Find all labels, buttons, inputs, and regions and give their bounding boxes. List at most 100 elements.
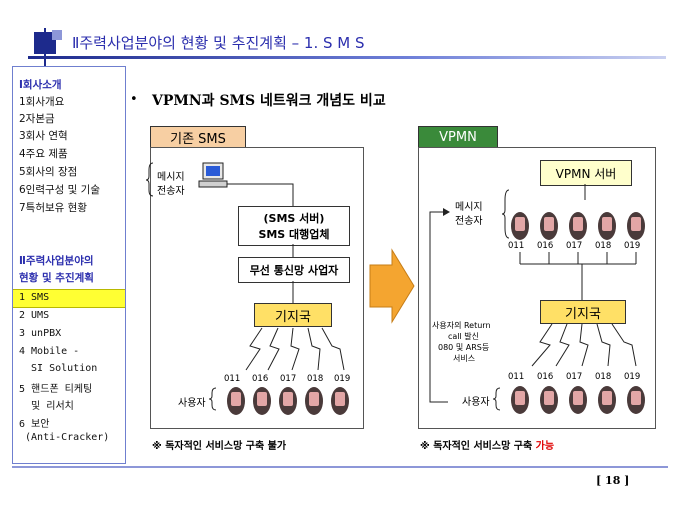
mobile-phone-icon <box>627 212 645 240</box>
sidebar-item-history[interactable]: 3회사 연혁 <box>19 130 68 142</box>
sidebar-section-company-title[interactable]: Ⅰ회사소개 <box>19 79 62 91</box>
vpmn-top-phones <box>511 212 645 240</box>
legacy-server-line-1: (SMS 서버) <box>263 212 325 225</box>
header-rule <box>28 56 666 59</box>
mobile-phone-icon <box>279 387 297 415</box>
vpmn-sender-brace <box>501 189 510 239</box>
lightning-icon <box>555 323 570 367</box>
mobile-phone-icon <box>598 212 616 240</box>
legacy-sender-label-2: 전송자 <box>157 186 185 197</box>
mobile-phone-icon <box>627 386 645 414</box>
lightning-icon <box>267 327 280 371</box>
legacy-user-number-017: 017 <box>280 374 297 384</box>
mobile-phone-icon <box>598 386 616 414</box>
mobile-phone-icon <box>569 386 587 414</box>
vpmn-service-note-3: 080 및 ARS등 <box>438 343 490 352</box>
vpmn-top-number-019: 019 <box>624 241 641 251</box>
subtitle-bullet: • <box>130 92 138 107</box>
sidebar-item-products[interactable]: 4주요 제품 <box>19 148 68 160</box>
legacy-server-line-2: SMS 대행업체 <box>258 228 330 241</box>
legacy-footnote: ※ 독자적인 서비스망 구축 불가 <box>152 441 287 452</box>
legacy-wireless-carrier-box: 무선 통신망 사업자 <box>238 257 350 283</box>
mobile-phone-icon <box>540 212 558 240</box>
legacy-user-number-011: 011 <box>224 374 241 384</box>
lightning-icon <box>531 323 553 367</box>
vpmn-user-number-016: 016 <box>537 372 554 382</box>
legacy-sender-brace <box>145 162 154 197</box>
vpmn-top-number-018: 018 <box>595 241 612 251</box>
sidebar-item-capital[interactable]: 2자본금 <box>19 113 55 125</box>
sidebar-item-staff-tech[interactable]: 6인력구성 및 기술 <box>19 184 100 196</box>
header-accent-small-square <box>52 30 62 40</box>
vpmn-sender-label-2: 전송자 <box>455 216 483 227</box>
legacy-lightning-group <box>245 327 345 371</box>
sidebar-item-ticketing[interactable]: 5 핸드폰 티케팅 <box>19 384 93 395</box>
arrow-right-icon <box>443 208 450 216</box>
sidebar-item-security[interactable]: 6 보안 <box>19 419 50 430</box>
legacy-base-station-box: 기지국 <box>254 303 332 327</box>
vpmn-user-number-018: 018 <box>595 372 612 382</box>
vpmn-base-station-box: 기지국 <box>540 300 626 324</box>
sidebar-item-research[interactable]: 및 리서치 <box>19 401 74 412</box>
vpmn-top-number-011: 011 <box>508 241 525 251</box>
legacy-user-number-016: 016 <box>252 374 269 384</box>
lightning-icon <box>321 327 345 371</box>
sidebar-section-business-title-2[interactable]: 현황 및 추진계획 <box>19 272 94 284</box>
sidebar-item-mobile-si[interactable]: SI Solution <box>19 363 98 374</box>
sidebar-item-patents[interactable]: 7특허보유 현황 <box>19 202 87 214</box>
mobile-phone-icon <box>253 387 271 415</box>
lightning-icon <box>290 327 300 371</box>
legacy-user-brace <box>208 387 217 411</box>
lightning-icon <box>245 327 263 371</box>
legacy-sms-panel <box>150 147 364 429</box>
sidebar-selected-highlight <box>13 289 125 308</box>
vpmn-top-lines <box>519 252 637 300</box>
vpmn-user-brace <box>492 387 501 411</box>
sidebar-item-ums[interactable]: 2 UMS <box>19 310 50 321</box>
sidebar-nav: Ⅰ회사소개 1회사개요 2자본금 3회사 연혁 4주요 제품 5회사의 장점 6… <box>12 66 126 464</box>
vpmn-footnote: ※ 독자적인 서비스망 구축 가능 <box>420 437 554 452</box>
legacy-user-number-018: 018 <box>307 374 324 384</box>
vpmn-top-number-017: 017 <box>566 241 583 251</box>
page-title: Ⅱ주력사업분야의 현황 및 추진계획 – 1. S M S <box>72 34 365 52</box>
vpmn-return-call-line <box>429 211 448 403</box>
legacy-user-label: 사용자 <box>178 398 206 409</box>
page-number: [ 18 ] <box>596 474 630 487</box>
vpmn-user-label: 사용자 <box>462 397 490 408</box>
legacy-user-number-019: 019 <box>334 374 351 384</box>
mobile-phone-icon <box>569 212 587 240</box>
mobile-phone-icon <box>305 387 323 415</box>
sidebar-section-business-title-1[interactable]: Ⅱ주력사업분야의 <box>19 255 94 267</box>
lightning-icon <box>307 327 321 371</box>
mobile-phone-icon <box>511 386 529 414</box>
sidebar-item-company-overview[interactable]: 1회사개요 <box>19 96 65 108</box>
vpmn-user-number-017: 017 <box>566 372 583 382</box>
sidebar-item-mobile[interactable]: 4 Mobile - <box>19 346 80 357</box>
legacy-connector-pc-server <box>227 183 294 206</box>
comparison-arrow-icon <box>369 248 415 324</box>
vpmn-server-box: VPMN 서버 <box>540 160 632 186</box>
legacy-user-phones <box>227 387 349 415</box>
vpmn-footnote-highlight: 가능 <box>535 441 555 452</box>
legacy-sms-server-box: (SMS 서버) SMS 대행업체 <box>238 206 350 246</box>
sidebar-item-sms[interactable]: 1 SMS <box>19 292 50 303</box>
sidebar-item-unpbx[interactable]: 3 unPBX <box>19 328 62 339</box>
vpmn-lightning-group <box>531 323 637 367</box>
vpmn-panel <box>418 147 656 429</box>
slide-subtitle: VPMN과 SMS 네트워크 개념도 비교 <box>152 93 386 109</box>
vpmn-sender-label-1: 메시지 <box>455 202 483 213</box>
mobile-phone-icon <box>511 212 529 240</box>
lightning-icon <box>579 323 589 367</box>
vpmn-service-note-2: call 발신 <box>448 332 480 341</box>
vpmn-service-note-4: 서비스 <box>453 354 476 363</box>
legacy-sender-label-1: 메시지 <box>157 172 185 183</box>
vpmn-user-number-019: 019 <box>624 372 641 382</box>
mobile-phone-icon <box>540 386 558 414</box>
vpmn-user-phones <box>511 386 645 414</box>
sidebar-item-anti-cracker[interactable]: (Anti-Cracker) <box>19 432 110 443</box>
vpmn-service-note-1: 사용자의 Return <box>432 321 491 330</box>
mobile-phone-icon <box>227 387 245 415</box>
sidebar-item-strengths[interactable]: 5회사의 장점 <box>19 166 78 178</box>
lightning-icon <box>596 323 611 367</box>
